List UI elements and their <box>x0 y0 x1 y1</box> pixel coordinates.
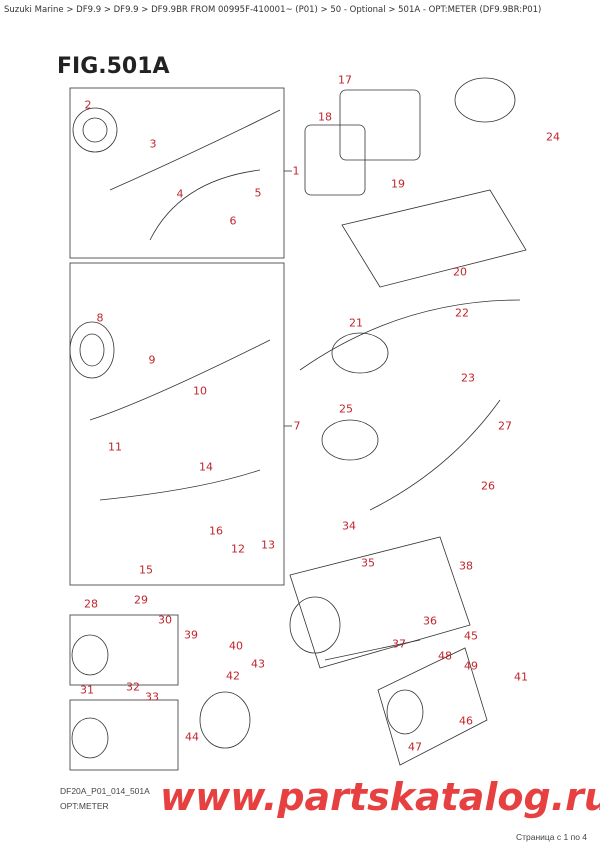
group-box-28 <box>69 614 179 686</box>
callout-29[interactable]: 29 <box>134 593 148 607</box>
callout-35[interactable]: 35 <box>361 556 375 570</box>
group-box-45 <box>377 647 488 766</box>
callout-30[interactable]: 30 <box>158 613 172 627</box>
buzzer-part <box>454 77 516 123</box>
callout-20[interactable]: 20 <box>453 265 467 279</box>
callout-9[interactable]: 9 <box>148 353 156 367</box>
callout-34[interactable]: 34 <box>342 519 356 533</box>
callout-1[interactable]: 1 <box>292 164 300 178</box>
callout-5[interactable]: 5 <box>254 186 262 200</box>
gauge-part <box>71 717 109 759</box>
callout-32[interactable]: 32 <box>126 680 140 694</box>
callout-47[interactable]: 47 <box>408 740 422 754</box>
callout-46[interactable]: 46 <box>459 714 473 728</box>
callout-38[interactable]: 38 <box>459 559 473 573</box>
callout-49[interactable]: 49 <box>464 659 478 673</box>
group-box-19 <box>341 189 527 288</box>
callout-48[interactable]: 48 <box>438 649 452 663</box>
callout-16[interactable]: 16 <box>209 524 223 538</box>
figure-code: DF20A_P01_014_501A <box>60 786 150 796</box>
callout-7[interactable]: 7 <box>293 419 301 433</box>
callout-14[interactable]: 14 <box>199 460 213 474</box>
callout-10[interactable]: 10 <box>193 384 207 398</box>
gauge-part <box>289 596 341 654</box>
group-box-7 <box>69 262 285 586</box>
callout-17[interactable]: 17 <box>338 73 352 87</box>
gauge-part <box>386 689 424 735</box>
callout-36[interactable]: 36 <box>423 614 437 628</box>
callout-2[interactable]: 2 <box>84 98 92 112</box>
callout-25[interactable]: 25 <box>339 402 353 416</box>
callout-6[interactable]: 6 <box>229 214 237 228</box>
callout-3[interactable]: 3 <box>149 137 157 151</box>
callout-18[interactable]: 18 <box>318 110 332 124</box>
group-box-34 <box>289 536 471 669</box>
figure-title: FIG.501A <box>57 54 170 79</box>
callout-28[interactable]: 28 <box>84 597 98 611</box>
display-part <box>339 89 421 161</box>
callout-19[interactable]: 19 <box>391 177 405 191</box>
callout-44[interactable]: 44 <box>185 730 199 744</box>
callout-13[interactable]: 13 <box>261 538 275 552</box>
callout-42[interactable]: 42 <box>226 669 240 683</box>
cable-loop <box>321 419 379 461</box>
tube <box>324 639 421 661</box>
callout-41[interactable]: 41 <box>514 670 528 684</box>
callout-37[interactable]: 37 <box>392 637 406 651</box>
meter-part <box>69 321 115 379</box>
callout-27[interactable]: 27 <box>498 419 512 433</box>
callout-8[interactable]: 8 <box>96 311 104 325</box>
figure-name: OPT:METER <box>60 801 109 811</box>
group-box-31 <box>69 699 179 771</box>
meter-part <box>72 107 118 153</box>
cable <box>89 109 521 511</box>
callout-26[interactable]: 26 <box>481 479 495 493</box>
callout-43[interactable]: 43 <box>251 657 265 671</box>
breadcrumb[interactable]: Suzuki Marine > DF9.9 > DF9.9 > DF9.9BR … <box>4 5 542 15</box>
callout-12[interactable]: 12 <box>231 542 245 556</box>
callout-23[interactable]: 23 <box>461 371 475 385</box>
callout-4[interactable]: 4 <box>176 187 184 201</box>
callout-11[interactable]: 11 <box>108 440 122 454</box>
callout-22[interactable]: 22 <box>455 306 469 320</box>
gauge-part <box>71 634 109 676</box>
callout-15[interactable]: 15 <box>139 563 153 577</box>
gauge-part <box>199 691 251 749</box>
pagination: Страница с 1 по 4 <box>516 832 588 842</box>
callout-21[interactable]: 21 <box>349 316 363 330</box>
callout-45[interactable]: 45 <box>464 629 478 643</box>
callout-39[interactable]: 39 <box>184 628 198 642</box>
callout-31[interactable]: 31 <box>80 683 94 697</box>
callout-33[interactable]: 33 <box>145 690 159 704</box>
callout-24[interactable]: 24 <box>546 130 560 144</box>
watermark: www.partskatalog.ru <box>160 775 600 819</box>
cable-loop <box>331 332 389 374</box>
callout-40[interactable]: 40 <box>229 639 243 653</box>
group-box-1 <box>69 87 285 259</box>
